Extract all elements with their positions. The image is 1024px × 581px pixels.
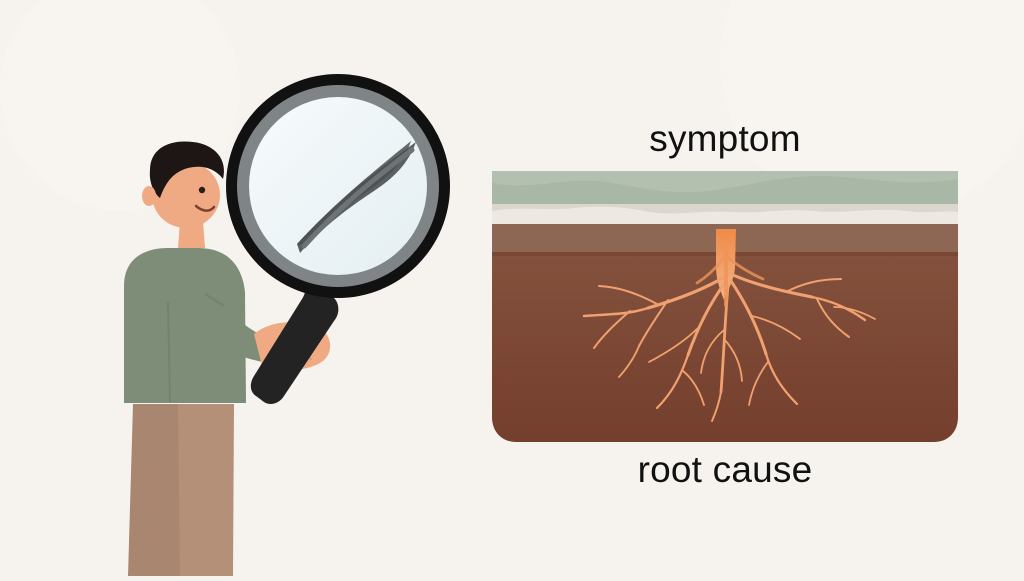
magnifier-handle bbox=[250, 275, 339, 404]
eye bbox=[198, 186, 206, 194]
root-cause-label: root cause bbox=[637, 449, 813, 490]
hair bbox=[149, 141, 225, 198]
ear bbox=[142, 186, 156, 206]
root-system-illustration bbox=[582, 229, 876, 422]
magnifier-lens bbox=[249, 97, 427, 275]
left-leg bbox=[128, 404, 185, 576]
smile bbox=[194, 204, 216, 212]
symptom-label: symptom bbox=[649, 118, 801, 159]
soil-cross-section bbox=[492, 171, 958, 442]
magnifying-glass-icon bbox=[226, 74, 450, 404]
arm-sleeve bbox=[145, 270, 266, 362]
right-leg bbox=[178, 404, 234, 576]
